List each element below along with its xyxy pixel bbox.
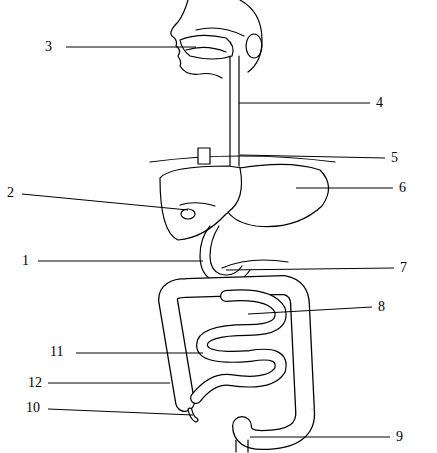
callout-number: 8 bbox=[378, 299, 385, 315]
esophagus-wall bbox=[238, 56, 239, 166]
small-intestine bbox=[196, 295, 281, 398]
leader-line bbox=[48, 409, 193, 415]
face-profile bbox=[171, 0, 222, 78]
bile-duct bbox=[180, 203, 215, 206]
palate bbox=[196, 28, 244, 36]
aorta bbox=[198, 148, 210, 164]
callout-number: 2 bbox=[7, 185, 14, 201]
stomach bbox=[228, 164, 329, 226]
callout-number: 7 bbox=[400, 260, 407, 276]
callout-number: 1 bbox=[22, 253, 29, 269]
leader-line bbox=[22, 194, 188, 210]
duodenum bbox=[200, 226, 250, 284]
leader-line bbox=[250, 437, 390, 438]
diaphragm bbox=[150, 156, 335, 162]
tongue bbox=[186, 47, 226, 52]
leader-line bbox=[296, 188, 393, 189]
duodenum bbox=[210, 226, 242, 275]
callout-number: 5 bbox=[391, 150, 398, 166]
esophagus-wall bbox=[229, 56, 230, 168]
gallbladder bbox=[181, 209, 195, 219]
callout-number: 9 bbox=[396, 429, 403, 445]
callout-number: 6 bbox=[399, 180, 406, 196]
callout-number: 3 bbox=[45, 39, 52, 55]
callout-number: 10 bbox=[26, 400, 40, 416]
large-intestine-inner bbox=[168, 285, 305, 440]
pancreas bbox=[222, 260, 288, 268]
rectum bbox=[236, 440, 248, 452]
ear bbox=[246, 34, 262, 58]
callout-number: 12 bbox=[28, 375, 42, 391]
leader-line bbox=[38, 261, 203, 262]
callout-number: 11 bbox=[50, 344, 63, 360]
leader-line bbox=[240, 155, 385, 158]
leader-line bbox=[226, 268, 394, 270]
leader-line bbox=[48, 383, 170, 384]
leader-line bbox=[76, 353, 203, 354]
small-intestine-inner bbox=[196, 295, 281, 398]
leader-line bbox=[239, 103, 370, 104]
large-intestine bbox=[168, 285, 305, 440]
callout-number: 4 bbox=[376, 95, 383, 111]
leader-line bbox=[248, 307, 372, 314]
leader-line bbox=[66, 47, 196, 48]
